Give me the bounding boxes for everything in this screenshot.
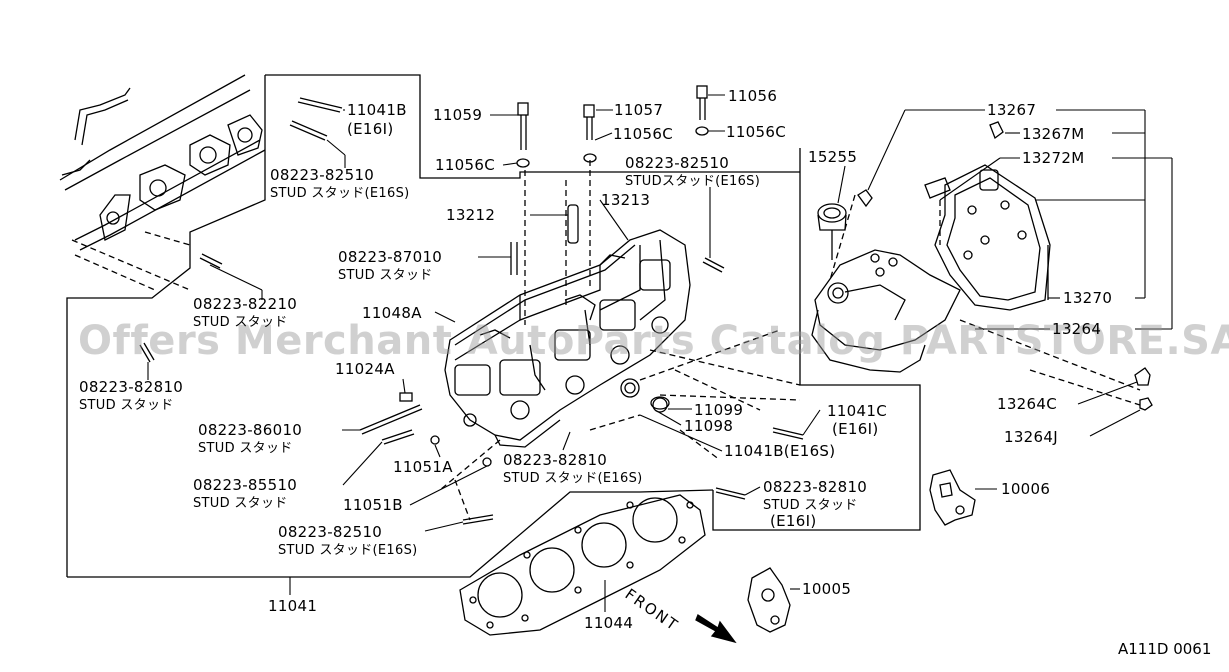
label-08223-86010-variant: STUD スタッド [198,441,293,456]
label-08223-82510-a[interactable]: 08223-82510 [270,166,375,184]
label-11059[interactable]: 11059 [433,106,483,124]
label-08223-87010[interactable]: 08223-87010 [338,248,443,266]
label-08223-86010[interactable]: 08223-86010 [198,421,303,439]
label-11024A[interactable]: 11024A [335,360,395,378]
label-08223-82810-b[interactable]: 08223-82810 [503,451,608,469]
label-11057[interactable]: 11057 [614,101,664,119]
guide-lines [439,160,1141,521]
label-08223-85510-variant: STUD スタッド [193,496,288,511]
rocker-cover-gasket [924,164,1051,311]
assembly-frame-11041 [66,74,921,578]
front-arrow [695,614,737,644]
label-13212[interactable]: 13212 [446,206,496,224]
label-11041B-variant: (E16I) [347,120,394,138]
label-15255[interactable]: 15255 [808,148,858,166]
label-10006[interactable]: 10006 [1001,480,1051,498]
label-08223-82810-c[interactable]: 08223-82810 [763,478,868,496]
label-13267M[interactable]: 13267M [1022,125,1085,143]
label-08223-82810-a[interactable]: 08223-82810 [79,378,184,396]
label-13267[interactable]: 13267 [987,101,1037,119]
bracket-10006 [929,469,976,526]
label-11048A[interactable]: 11048A [362,304,422,322]
studs-and-bolts [139,85,804,525]
label-11056C-c[interactable]: 11056C [435,156,495,174]
label-13270[interactable]: 13270 [1063,289,1113,307]
oil-filler-cap [817,203,847,260]
label-08223-82810-c-variant2: (E16I) [770,512,817,530]
bracket-10005 [747,567,791,633]
label-08223-82810-a-variant: STUD スタッド [79,398,174,413]
label-08223-82210-variant: STUD スタッド [193,315,288,330]
watermark: Offers Merchant AutoParts Catalog PARTST… [78,318,1229,364]
label-08223-82510-b[interactable]: 08223-82510 [625,154,730,172]
label-11041B[interactable]: 11041B [347,101,407,119]
intake-manifold-sketch [59,74,266,291]
label-13213[interactable]: 13213 [601,191,651,209]
label-10005[interactable]: 10005 [802,580,852,598]
label-11056[interactable]: 11056 [728,87,778,105]
label-08223-82510-c[interactable]: 08223-82510 [278,523,383,541]
leader-lines [147,94,1173,612]
label-08223-82510-c-variant: STUD スタッド(E16S) [278,543,418,558]
label-11041C-variant: (E16I) [832,420,879,438]
valve-cover [811,249,961,373]
label-08223-82810-c-variant: STUD スタッド [763,498,858,513]
label-11041B-E16S[interactable]: 11041B(E16S) [724,442,836,460]
label-11099[interactable]: 11099 [694,401,744,419]
label-11044[interactable]: 11044 [584,614,634,632]
label-11041C[interactable]: 11041C [827,402,887,420]
label-11051A[interactable]: 11051A [393,458,453,476]
label-08223-87010-variant: STUD スタッド [338,268,433,283]
label-08223-82210[interactable]: 08223-82210 [193,295,298,313]
diagram-reference: A111D 0061 [1118,640,1212,658]
label-08223-82510-b-variant: STUDスタッド(E16S) [625,174,761,189]
label-11056C-b[interactable]: 11056C [726,123,786,141]
label-13272M[interactable]: 13272M [1022,149,1085,167]
label-08223-82510-a-variant: STUD スタッド(E16S) [270,186,410,201]
label-08223-85510[interactable]: 08223-85510 [193,476,298,494]
label-13264J[interactable]: 13264J [1004,428,1058,446]
label-13264C[interactable]: 13264C [997,395,1057,413]
small-parts-right [857,121,1153,411]
head-gasket [459,494,706,636]
label-11098[interactable]: 11098 [684,417,734,435]
label-08223-82810-b-variant: STUD スタッド(E16S) [503,471,643,486]
label-11041[interactable]: 11041 [268,597,318,615]
cylinder-head-block [444,229,691,448]
label-13264[interactable]: 13264 [1052,320,1102,338]
label-11056C-a[interactable]: 11056C [613,125,673,143]
label-11051B[interactable]: 11051B [343,496,403,514]
